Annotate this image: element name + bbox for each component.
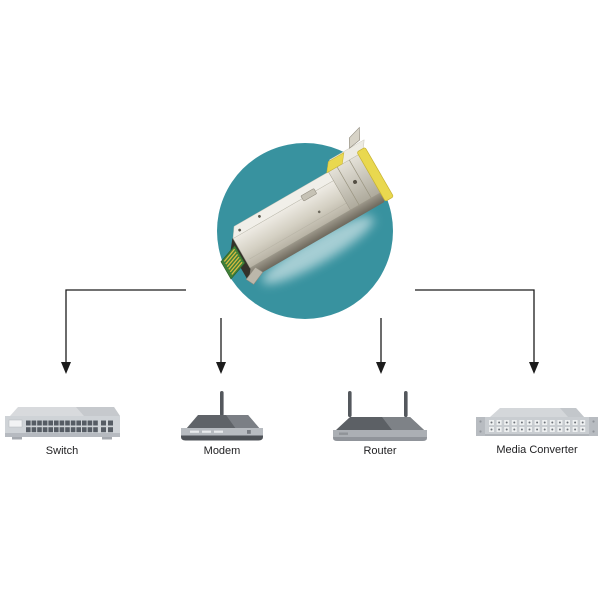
network-switch-icon	[5, 407, 120, 440]
device-label-router: Router	[363, 445, 397, 457]
arrowhead-media-converter	[529, 362, 539, 374]
arrowhead-modem	[216, 362, 226, 374]
arrow-to-media-converter	[415, 289, 535, 363]
connector-arrows	[65, 289, 535, 363]
router-icon	[333, 391, 427, 441]
module-shadow	[262, 216, 374, 284]
sfp-copper-transceiver-photo	[220, 126, 394, 285]
arrowhead-switch	[61, 362, 71, 374]
media-converter-icon	[476, 408, 598, 436]
device-switch: Switch	[2, 402, 122, 458]
arrowhead-router	[376, 362, 386, 374]
arrow-to-switch	[65, 289, 186, 363]
device-modem: Modem	[170, 390, 274, 458]
arrowheads	[61, 362, 539, 374]
device-media-converter: Media Converter	[474, 405, 600, 457]
device-label-switch: Switch	[45, 445, 79, 457]
device-label-media-converter: Media Converter	[496, 444, 578, 456]
modem-icon	[181, 391, 263, 441]
device-router: Router	[326, 390, 434, 458]
device-label-modem: Modem	[203, 445, 241, 457]
